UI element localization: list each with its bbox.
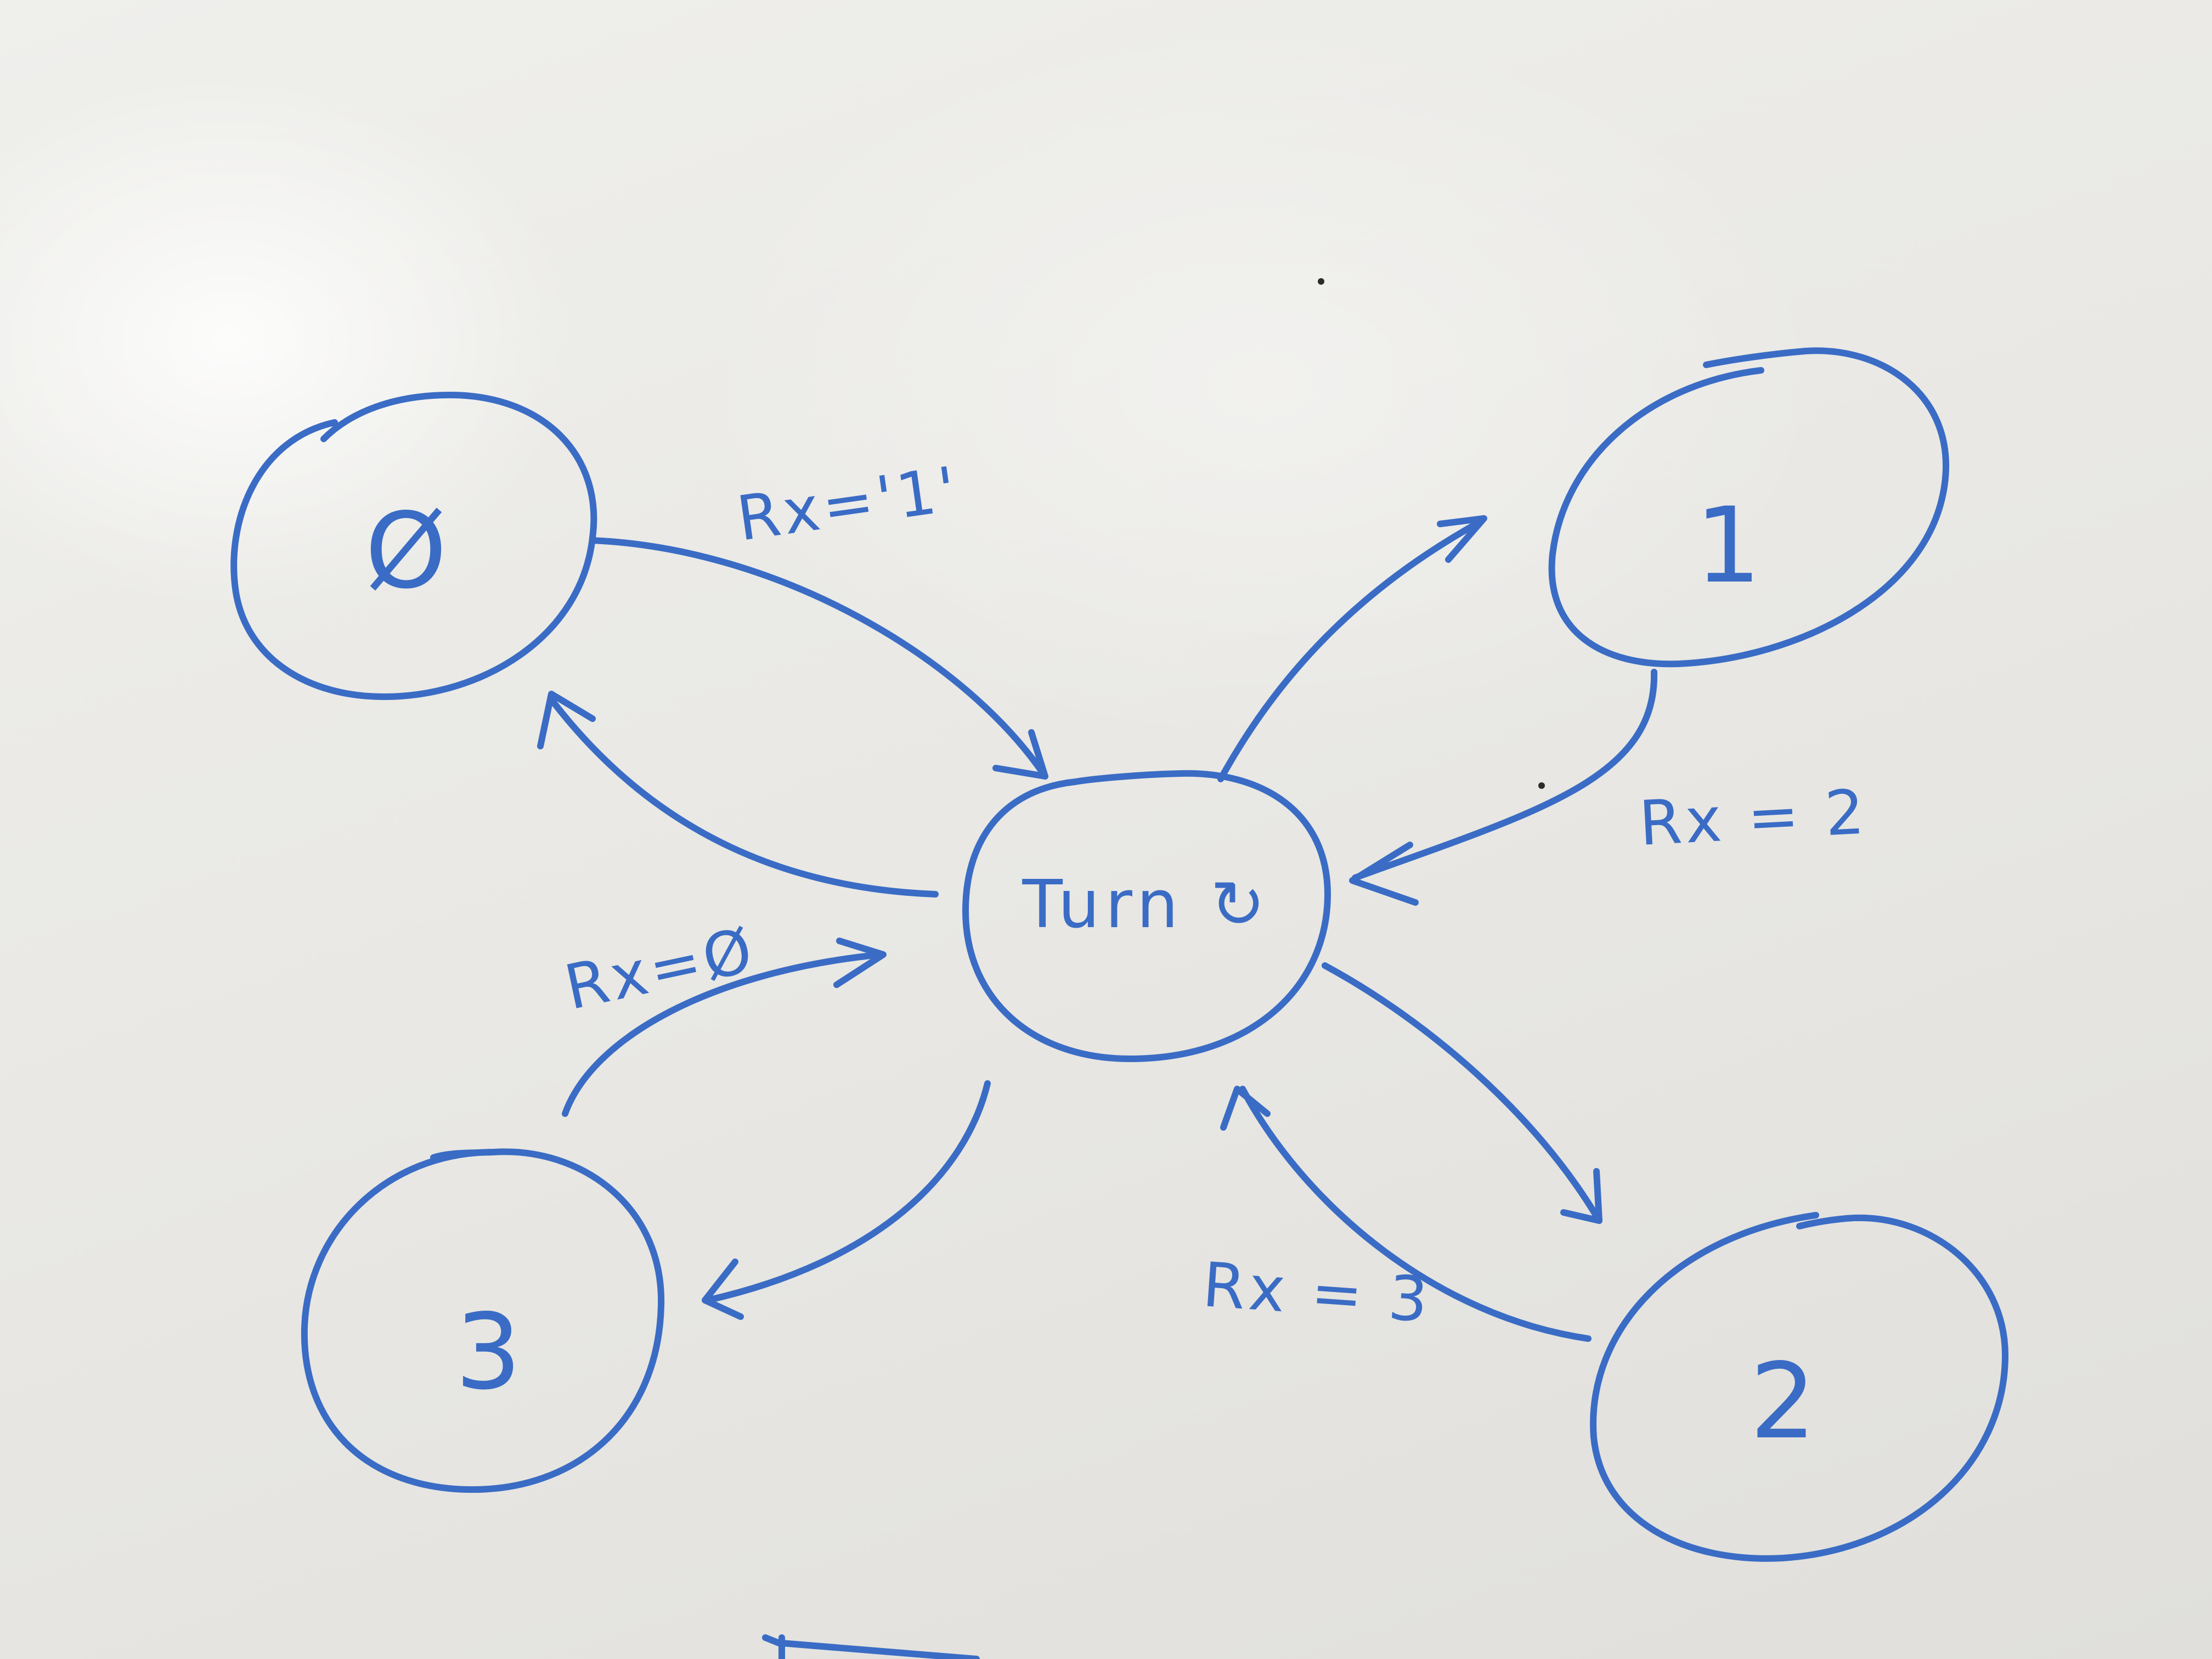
edge-turn-to-one (1217, 515, 1487, 782)
edge-one-to-turn-label: Rx = 2 (1638, 776, 1870, 860)
edge-two-to-turn-arrowhead (1220, 1086, 1271, 1131)
edge-turn-to-zero (537, 691, 939, 898)
edge-turn-to-two (1322, 962, 1602, 1224)
edge-two-to-turn: Rx = 3 (1200, 1086, 1592, 1342)
edge-turn-to-zero-line (548, 696, 939, 898)
edge-three-to-turn-line (562, 951, 884, 1117)
state-node-one-circle (1548, 347, 1949, 668)
center-node-turn-label: Turn ↻ (1022, 867, 1271, 943)
state-node-one: 1 (1548, 347, 1949, 668)
edge-turn-to-three-line (704, 1080, 991, 1304)
edge-zero-to-turn-label: Rx='1' (733, 453, 964, 555)
edge-turn-to-one-arrowhead (1437, 515, 1487, 563)
edge-one-to-turn-line (1352, 669, 1658, 881)
state-node-zero-label: Ø (365, 490, 447, 612)
edge-turn-to-three (702, 1080, 991, 1320)
edge-turn-to-three-arrowhead (702, 1259, 744, 1320)
state-node-two-circle (1590, 1212, 2008, 1562)
state-node-two-label: 2 (1750, 1341, 1816, 1462)
edge-one-to-turn: Rx = 2 (1349, 669, 1870, 906)
center-node-turn-ellipse (962, 770, 1331, 1062)
edge-three-to-turn-label: Rx=Ø (559, 914, 761, 1024)
edge-zero-to-turn-arrowhead (992, 729, 1048, 780)
edge-turn-to-two-arrowhead (1560, 1168, 1602, 1224)
edge-three-to-turn-arrowhead (833, 938, 887, 988)
state-node-three: 3 (301, 1148, 665, 1493)
edge-one-to-turn-arrowhead (1349, 842, 1419, 906)
edge-three-to-turn: Rx=Ø (559, 914, 887, 1117)
partial-stroke-bottom (762, 1634, 980, 1659)
state-node-two: 2 (1590, 1212, 2008, 1562)
edge-zero-to-turn-line (589, 537, 1048, 780)
center-node-turn: Turn ↻ (962, 770, 1331, 1062)
board-speck (1318, 278, 1324, 285)
state-node-three-circle (301, 1148, 665, 1493)
board-speck (1538, 782, 1545, 789)
state-node-zero-circle (230, 392, 597, 700)
edge-two-to-turn-label: Rx = 3 (1200, 1249, 1433, 1336)
state-node-three-label: 3 (455, 1291, 522, 1413)
state-node-zero: Ø (230, 392, 597, 700)
edge-two-to-turn-line (1239, 1086, 1592, 1342)
edge-zero-to-turn: Rx='1' (589, 453, 1048, 780)
edge-turn-to-two-line (1322, 962, 1602, 1224)
edge-turn-to-one-line (1217, 518, 1485, 782)
edge-turn-to-zero-arrowhead (537, 691, 596, 749)
state-node-one-label: 1 (1695, 485, 1762, 606)
